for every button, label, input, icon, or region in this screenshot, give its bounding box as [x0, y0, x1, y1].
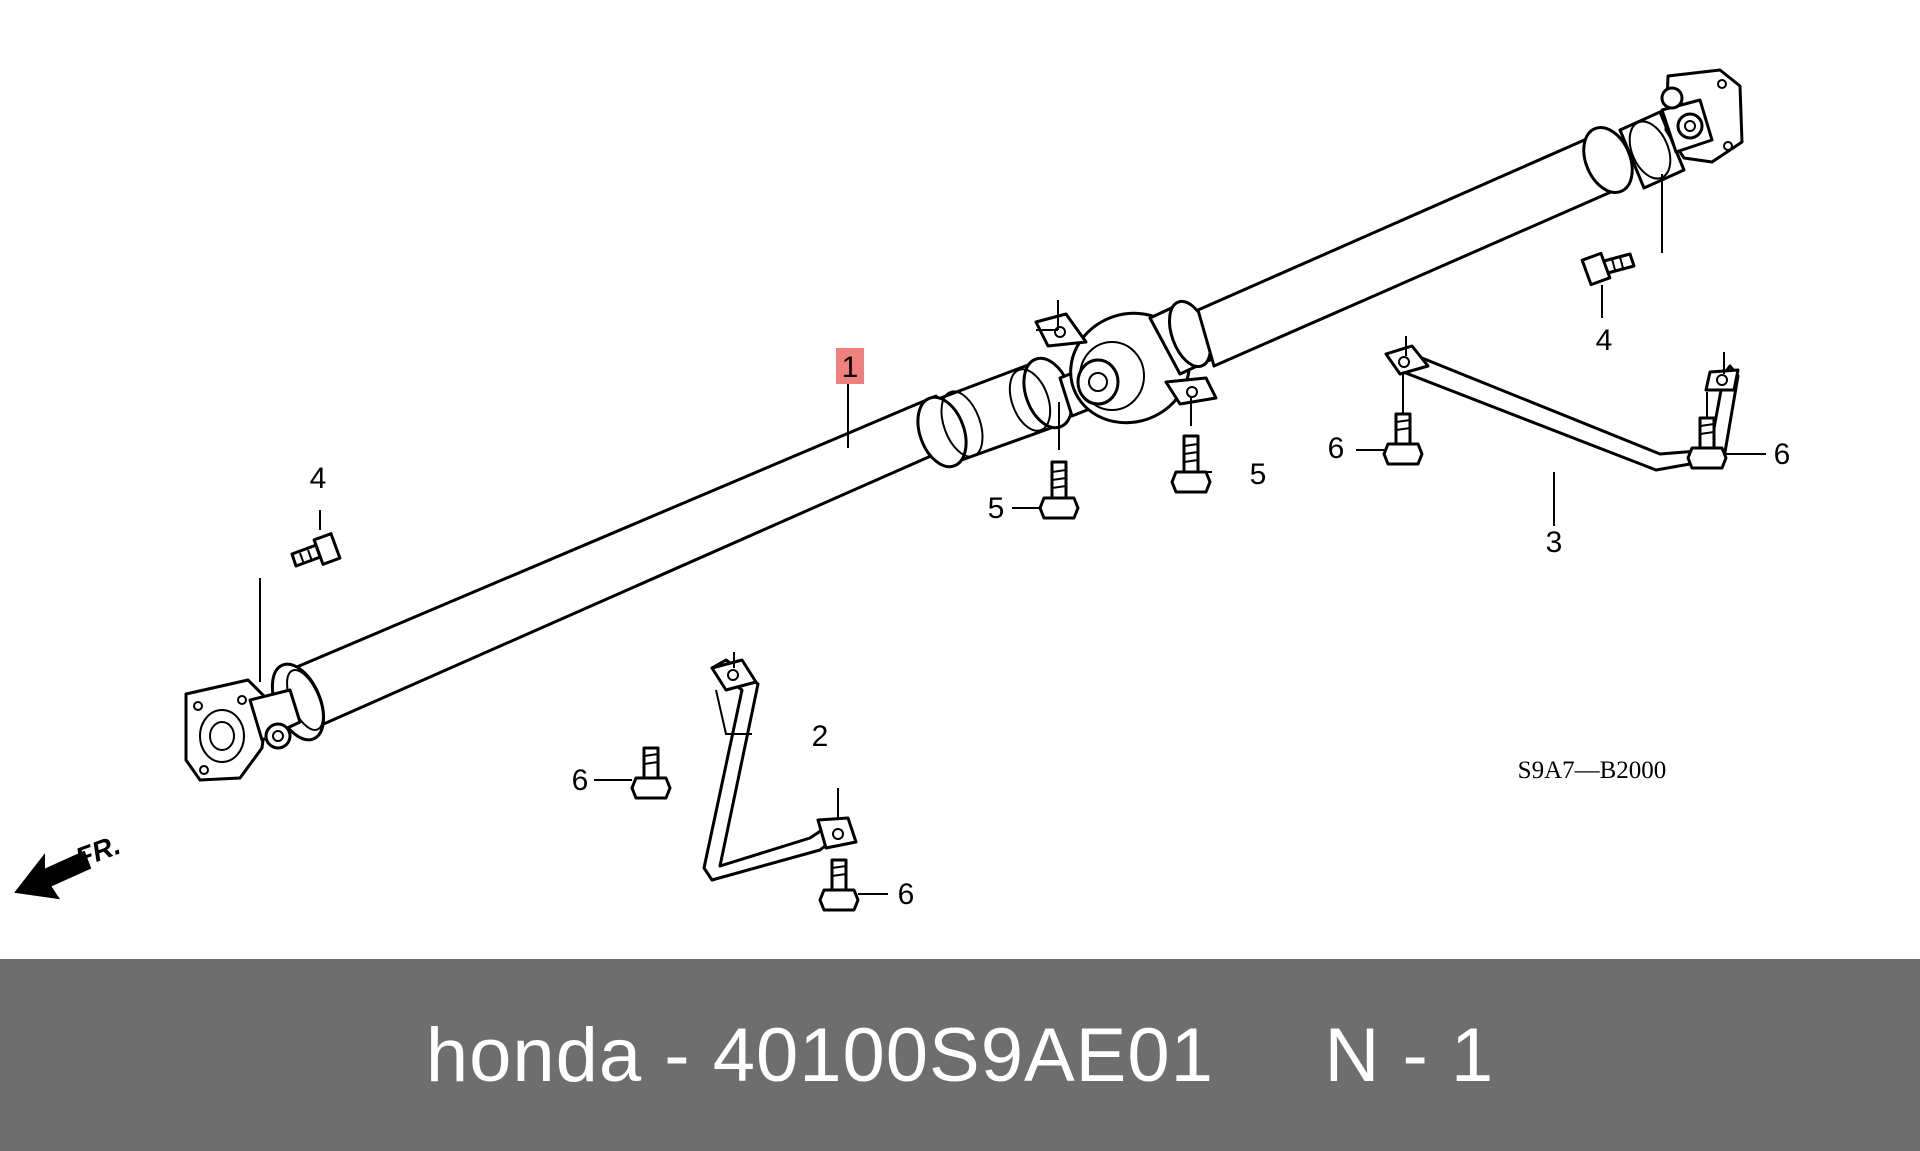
- bolt-rear-4: [1580, 251, 1636, 287]
- bolt-6-d: [1686, 416, 1728, 470]
- front-direction-label: FR.: [71, 829, 124, 874]
- callout-5-right: 5: [1250, 458, 1267, 491]
- bolt-6-b: [818, 858, 860, 912]
- callout-1-highlight: [836, 348, 864, 384]
- leader-lines: [259, 174, 1766, 895]
- bracket-3: [1384, 344, 1740, 472]
- center-bearing: [1034, 299, 1218, 425]
- callout-3: 3: [1546, 526, 1563, 559]
- drawing-code: S9A7—B2000: [1518, 757, 1667, 784]
- bolt-5-right: [1170, 434, 1212, 494]
- front-direction-arrow-icon: [14, 850, 92, 900]
- callout-4-front: 4: [310, 462, 327, 495]
- propeller-shaft-assembly: [184, 68, 1744, 782]
- driveshaft-diagram: 1 2 3 4 4 5 5 6 6 6 6 S9A7—B2000 FR.: [14, 68, 1791, 912]
- part-number-text: honda - 40100S9AE01 N - 1: [425, 1012, 1495, 1098]
- bolt-6-a: [630, 746, 672, 800]
- callout-6-d: 6: [1774, 438, 1791, 471]
- bracket-2: [702, 658, 858, 882]
- callout-2: 2: [812, 720, 829, 753]
- callout-6-b: 6: [898, 878, 915, 911]
- callout-4-rear: 4: [1596, 324, 1613, 357]
- callout-6-a: 6: [572, 764, 589, 797]
- bolt-front-4: [290, 532, 342, 568]
- callout-5-left: 5: [988, 492, 1005, 525]
- bolt-5-left: [1038, 460, 1080, 520]
- bolt-6-c: [1382, 412, 1424, 466]
- callout-1: 1: [842, 351, 859, 384]
- callout-6-c: 6: [1328, 432, 1345, 465]
- part-number-banner: honda - 40100S9AE01 N - 1: [0, 959, 1920, 1151]
